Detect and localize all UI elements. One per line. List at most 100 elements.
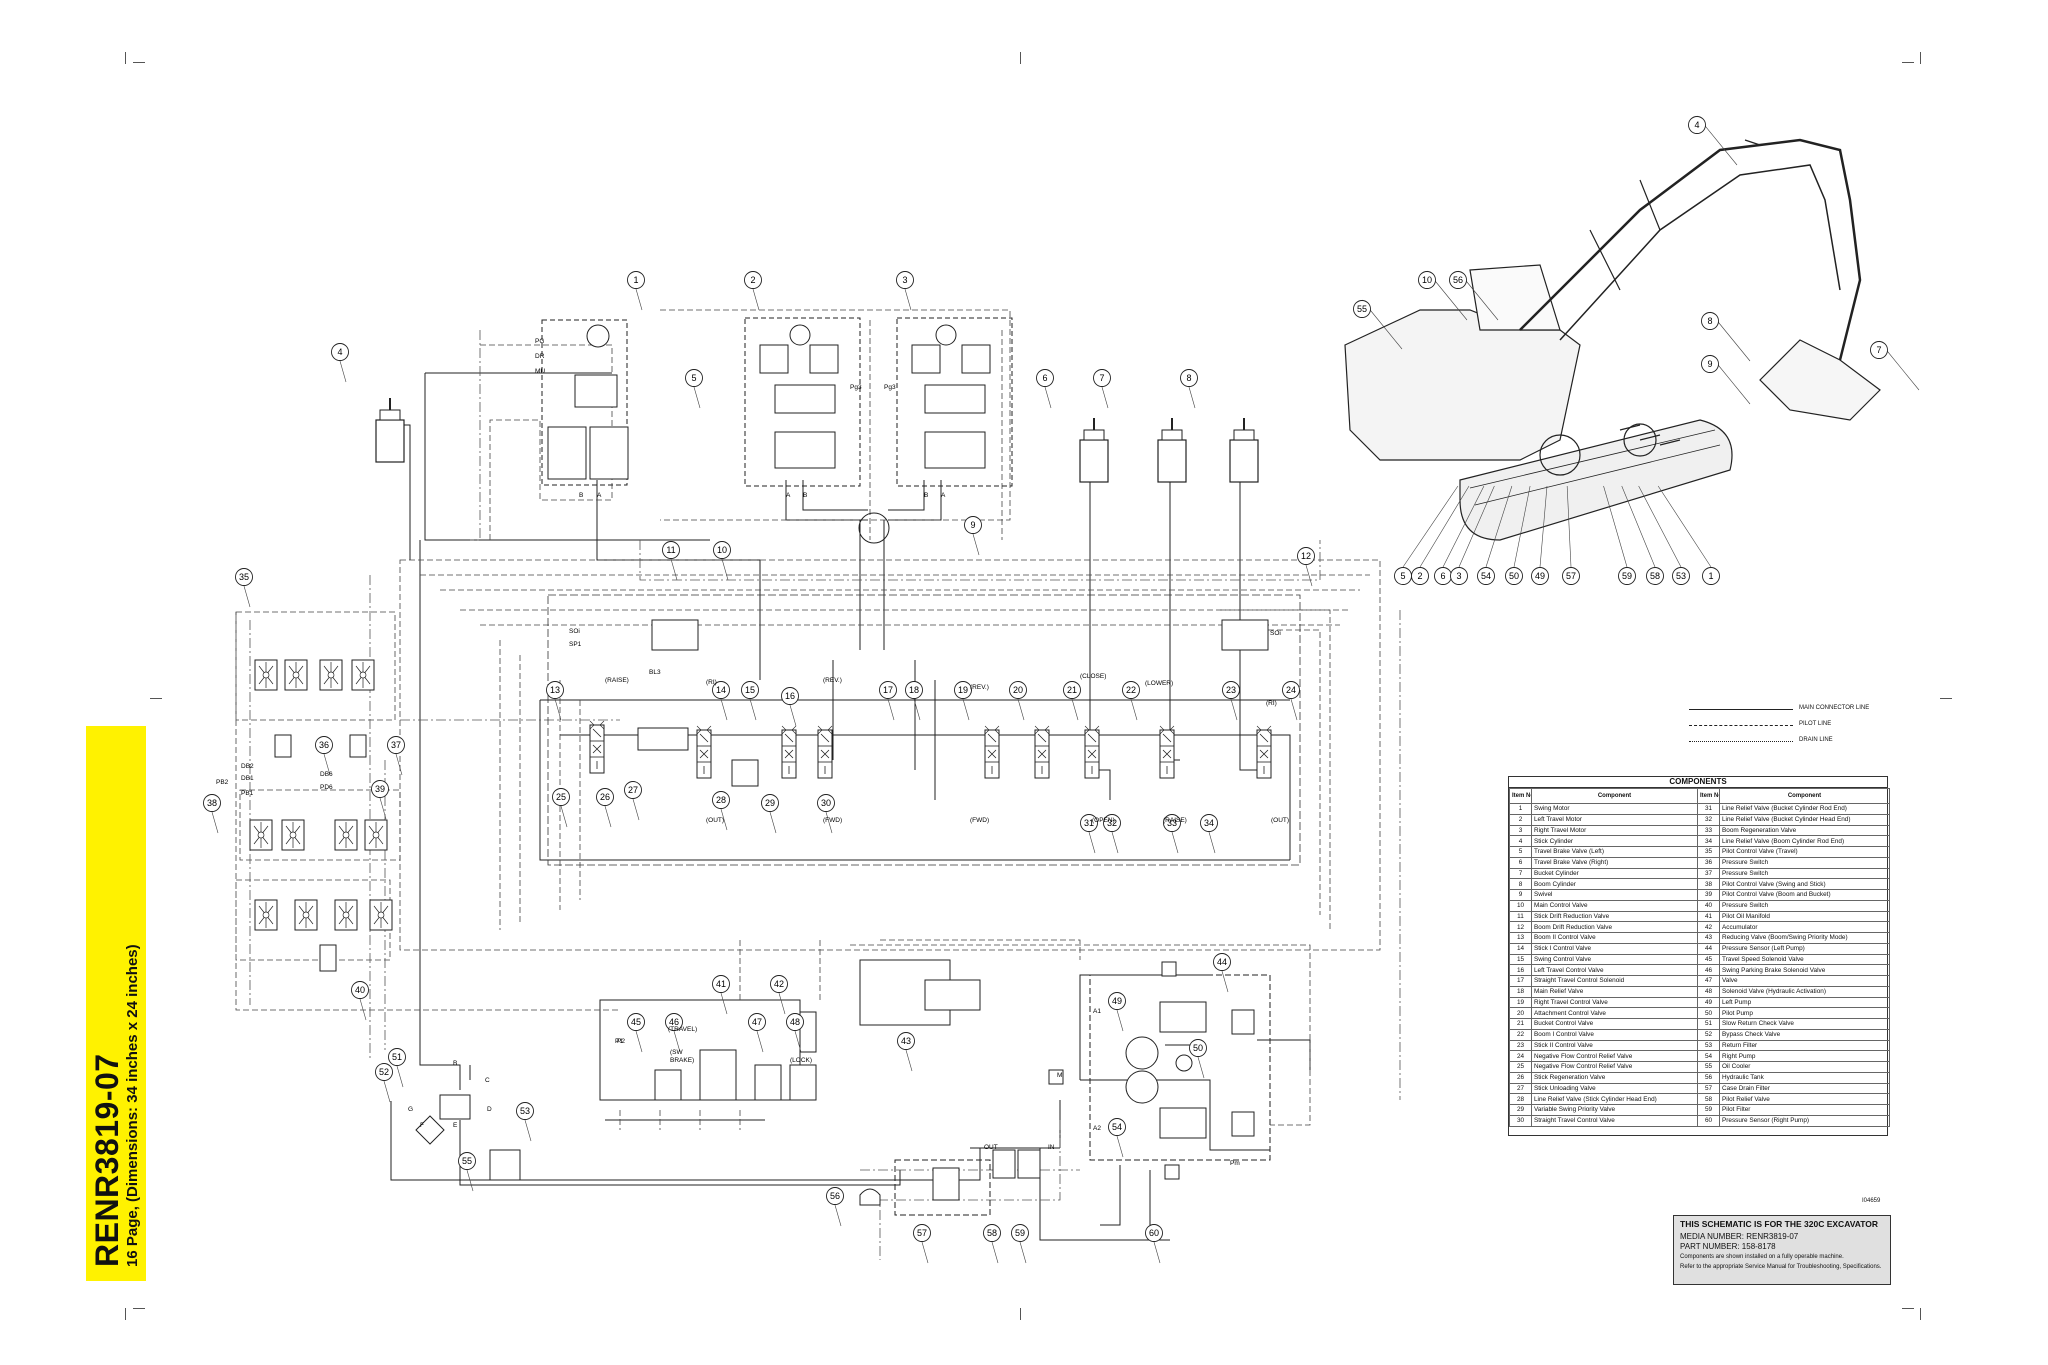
schematic-port-label: DB2 — [241, 763, 254, 770]
machine-callout-circle — [1688, 116, 1706, 134]
machine-callout-bubble: 9 — [1701, 354, 1751, 405]
callout-bubble: 60 — [1145, 1224, 1163, 1264]
item-number-cell: 24 — [1509, 1050, 1532, 1062]
callout-leader-line — [720, 808, 728, 831]
machine-callout-number: 7 — [1876, 345, 1881, 355]
callout-number: 44 — [1217, 957, 1227, 967]
machine-callout-number: 49 — [1535, 571, 1545, 581]
callout-number: 50 — [1193, 1043, 1203, 1053]
machine-callout-circle — [1672, 567, 1690, 585]
crop-mark — [1020, 1308, 1021, 1320]
component-name-cell: Pressure Sensor (Right Pump) — [1719, 1114, 1890, 1127]
callout-circle — [1200, 814, 1218, 832]
item-number-cell: 14 — [1509, 942, 1532, 955]
callout-bubble: 43 — [897, 1032, 915, 1072]
callout-circle — [712, 975, 730, 993]
callout-leader-line — [991, 1241, 999, 1264]
callout-number: 52 — [379, 1067, 389, 1077]
machine-callout-number: 50 — [1509, 571, 1519, 581]
page-size-note: 16 Page, (Dimensions: 34 inches x 24 inc… — [124, 944, 141, 1267]
swing-motor-block — [541, 319, 629, 486]
callout-bubble: 4 — [331, 343, 349, 383]
callout-circle — [662, 541, 680, 559]
schematic-port-label: IN — [1048, 1144, 1055, 1151]
component-name-cell: Reducing Valve (Boom/Swing Priority Mode… — [1719, 932, 1890, 944]
component-name-cell: Negative Flow Control Relief Valve — [1531, 1050, 1698, 1062]
callout-circle — [1036, 369, 1054, 387]
item-number-cell: 35 — [1697, 846, 1720, 858]
callout-leader-line — [1188, 386, 1196, 409]
callout-circle — [741, 681, 759, 699]
callout-bubble: 41 — [712, 975, 730, 1015]
item-number-cell: 7 — [1509, 867, 1532, 880]
callout-bubble: 42 — [770, 975, 788, 1015]
callout-circle — [375, 1063, 393, 1081]
callout-circle — [627, 1013, 645, 1031]
callout-number: 22 — [1126, 685, 1136, 695]
component-name-cell: Return Filter — [1719, 1039, 1890, 1052]
machine-callout-circle — [1870, 341, 1888, 359]
callout-number: 12 — [1301, 551, 1311, 561]
machine-callout-circle — [1531, 567, 1549, 585]
item-number-cell: 59 — [1697, 1104, 1720, 1116]
item-number-cell: 21 — [1509, 1018, 1532, 1030]
callout-circle — [1222, 681, 1240, 699]
callout-bubble: 2 — [744, 271, 762, 311]
line-legend: MAIN CONNECTOR LINE PILOT LINE DRAIN LIN… — [1689, 700, 1873, 756]
item-number-cell: 19 — [1509, 996, 1532, 1009]
schematic-port-label: P1 — [615, 1038, 623, 1045]
callout-circle — [315, 736, 333, 754]
callout-leader-line — [769, 811, 777, 834]
legend-label: DRAIN LINE — [1799, 737, 1833, 743]
callout-number: 23 — [1226, 685, 1236, 695]
callout-bubble: 53 — [516, 1102, 534, 1142]
item-number-cell: 31 — [1697, 803, 1720, 815]
component-name-cell: Boom I Control Valve — [1531, 1028, 1698, 1041]
callout-circle — [817, 794, 835, 812]
machine-callout-circle — [1450, 567, 1468, 585]
callout-number: 10 — [717, 545, 727, 555]
callout-bubble: 20 — [1009, 681, 1027, 721]
crop-mark — [1940, 698, 1952, 699]
callout-number: 28 — [716, 795, 726, 805]
callout-bubble: 21 — [1063, 681, 1081, 721]
component-name-cell: Stick Unloading Valve — [1531, 1082, 1698, 1095]
callout-number: 31 — [1084, 818, 1094, 828]
column-header: Item No. — [1697, 788, 1720, 804]
callout-bubble: 54 — [1108, 1118, 1126, 1158]
machine-leader-line — [1485, 485, 1513, 568]
crop-mark — [1920, 52, 1921, 64]
callout-leader-line — [749, 698, 757, 721]
callout-circle — [388, 1048, 406, 1066]
callout-bubble: 33 — [1163, 814, 1181, 854]
callout-leader-line — [211, 811, 219, 834]
schematic-port-label: Pg3 — [850, 384, 862, 391]
machine-leader-line — [1513, 485, 1531, 568]
item-number-cell: 17 — [1509, 975, 1532, 987]
item-number-cell: 52 — [1697, 1028, 1720, 1041]
schematic-port-label: (SW — [670, 1049, 684, 1056]
callout-leader-line — [466, 1169, 474, 1192]
component-name-cell: Swing Motor — [1531, 803, 1698, 815]
component-name-cell: Pilot Pump — [1719, 1007, 1890, 1019]
callout-circle — [1145, 1224, 1163, 1242]
callout-circle — [596, 788, 614, 806]
machine-callout-circle — [1562, 567, 1580, 585]
callout-bubble: 32 — [1103, 814, 1121, 854]
callout-number: 51 — [392, 1052, 402, 1062]
callout-circle — [1189, 1039, 1207, 1057]
callout-bubble: 14 — [712, 681, 730, 721]
machine-callout-bubble: 54 — [1477, 485, 1513, 585]
schematic-port-label: PG — [535, 338, 544, 345]
schematic-port-label: A1 — [1093, 1008, 1101, 1015]
callout-bubble: 39 — [371, 780, 389, 820]
callout-circle — [770, 975, 788, 993]
